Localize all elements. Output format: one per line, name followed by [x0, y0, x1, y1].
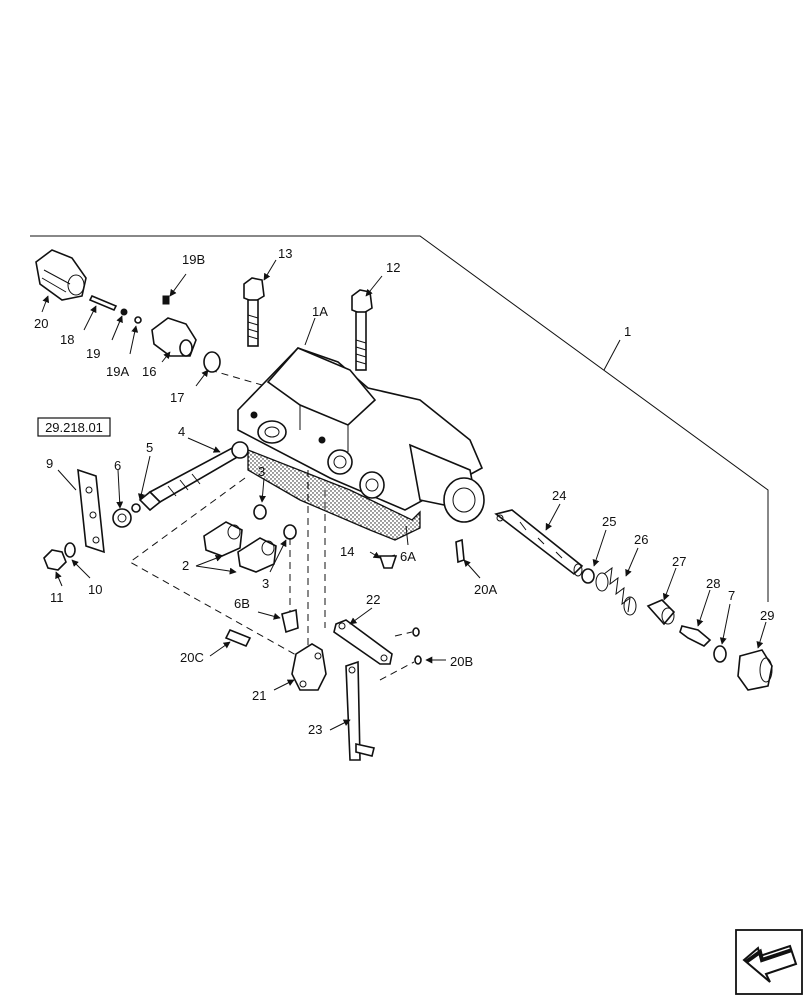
pin-20A [455, 538, 465, 564]
callout-10: 10 [88, 582, 102, 597]
reference-box-label: 29.218.01 [45, 420, 103, 435]
o-ring-7 [713, 645, 727, 663]
link-22 [333, 619, 393, 665]
callout-3-upper: 3 [258, 464, 265, 479]
lever-23 [345, 660, 375, 761]
callout-7: 7 [728, 588, 735, 603]
seat-19A [134, 316, 142, 324]
plug-2b [237, 537, 277, 573]
washer-5 [131, 503, 141, 513]
callout-labels: 1 1A 2 3 3 4 5 6 6A 6B 7 9 10 11 12 13 1… [34, 246, 774, 737]
bolt-12 [351, 289, 373, 371]
washer-25 [581, 568, 595, 584]
screw-14 [378, 555, 398, 569]
bolt-13 [243, 277, 265, 347]
callout-26: 26 [634, 532, 648, 547]
callout-27: 27 [672, 554, 686, 569]
fitting-6B [281, 608, 299, 634]
lever-21 [291, 643, 327, 691]
spool-24 [494, 509, 584, 577]
switch-housing-16 [151, 295, 197, 357]
seal-3a [253, 504, 267, 520]
clip-20B-upper [412, 627, 420, 637]
nut-11 [43, 549, 67, 571]
callout-12: 12 [386, 260, 400, 275]
callout-25: 25 [602, 514, 616, 529]
callout-24: 24 [552, 488, 566, 503]
callout-9: 9 [46, 456, 53, 471]
alignment-dash-7 [379, 631, 415, 681]
clip-20B-lower [414, 655, 422, 665]
callout-3-lower: 3 [262, 576, 269, 591]
ball-19 [120, 308, 128, 316]
pin-18 [88, 294, 118, 312]
callout-6B: 6B [234, 596, 250, 611]
callout-19A: 19A [106, 364, 129, 379]
callout-28: 28 [706, 576, 720, 591]
alignment-dash-2 [129, 477, 306, 661]
gasket [247, 449, 421, 541]
callout-16: 16 [142, 364, 156, 379]
spool-4 [138, 441, 249, 512]
leader-lines [41, 259, 767, 731]
callout-22: 22 [366, 592, 380, 607]
washer-10 [64, 542, 76, 558]
callout-17: 17 [170, 390, 184, 405]
callout-1: 1 [624, 324, 631, 339]
plate-9 [77, 468, 105, 554]
callout-23: 23 [308, 722, 322, 737]
callout-4: 4 [178, 424, 185, 439]
callout-5: 5 [146, 440, 153, 455]
pressure-switch [35, 249, 87, 301]
plug-2a [203, 521, 243, 557]
callout-18: 18 [60, 332, 74, 347]
callout-2: 2 [182, 558, 189, 573]
callout-19B: 19B [182, 252, 205, 267]
callout-29: 29 [760, 608, 774, 623]
callout-6: 6 [114, 458, 121, 473]
callout-1A: 1A [312, 304, 328, 319]
sleeve-27 [646, 599, 676, 626]
callout-13: 13 [278, 246, 292, 261]
reference-box[interactable]: 29.218.01 [37, 417, 111, 437]
cap-29 [737, 649, 773, 691]
callout-20C: 20C [180, 650, 204, 665]
spring-26 [595, 566, 637, 616]
next-page-arrow-icon[interactable] [735, 929, 803, 995]
callout-20A: 20A [474, 582, 497, 597]
seal-3b [283, 524, 297, 540]
callout-21: 21 [252, 688, 266, 703]
assembly-bracket-line [30, 235, 769, 602]
callout-11: 11 [50, 590, 64, 605]
alignment-dash-1 [209, 369, 263, 386]
pin-20C [224, 628, 252, 648]
valve-body [237, 347, 485, 541]
plunger-28 [679, 625, 712, 647]
callout-19: 19 [86, 346, 100, 361]
callout-20: 20 [34, 316, 48, 331]
o-ring-17 [203, 351, 221, 373]
bushing-6 [112, 508, 132, 528]
callout-6A: 6A [400, 549, 416, 564]
callout-20B: 20B [450, 654, 473, 669]
callout-14: 14 [340, 544, 354, 559]
